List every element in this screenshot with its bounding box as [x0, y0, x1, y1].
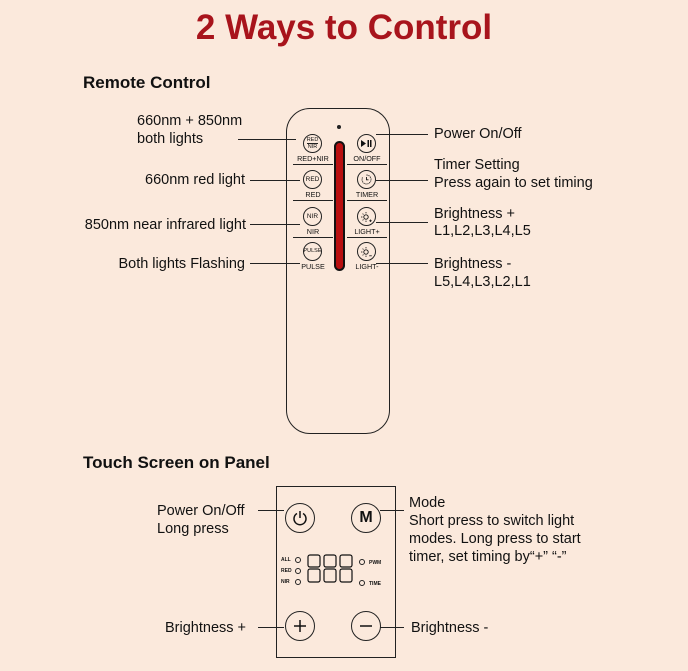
sun-plus-icon: [360, 211, 372, 222]
callout-line: [250, 224, 300, 226]
panel-heading: Touch Screen on Panel: [83, 453, 270, 472]
timer-button[interactable]: [357, 170, 376, 189]
timer-label-2: Press again to set timing: [434, 175, 593, 191]
panel-mode-label-2: Short press to switch light: [409, 513, 575, 529]
light-plus-caption: LIGHT+: [354, 227, 380, 236]
mode-icon: M: [359, 509, 373, 526]
panel-power-label-1: Power On/Off: [157, 503, 245, 519]
callout-line: [238, 139, 296, 141]
nir-light-label: 850nm near infrared light: [84, 217, 246, 233]
bright-plus-label-1: Brightness +: [434, 206, 516, 222]
sun-minus-icon: [360, 246, 372, 257]
timer-label-1: Timer Setting: [434, 157, 520, 173]
callout-line: [258, 627, 284, 629]
red-nir-icon-bottom: NIR: [306, 143, 319, 150]
bright-minus-label-1: Brightness -: [434, 256, 512, 272]
indicator-all-label: ALL: [281, 557, 291, 563]
callout-line: [258, 510, 284, 512]
panel-mode-label-3: modes. Long press to start: [409, 531, 581, 547]
callout-line: [380, 627, 404, 629]
remote-control: RED NIR RED+NIR RED RED NIR NIR PULSE PU…: [286, 108, 390, 434]
indicator-time-label: TIME: [369, 581, 381, 587]
nir-button[interactable]: NIR: [303, 207, 322, 226]
indicator-pwm-label: PWM: [369, 560, 382, 566]
pulse-icon-text: PULSE: [303, 248, 322, 254]
red-nir-button[interactable]: RED NIR: [303, 134, 322, 153]
flashing-label: Both lights Flashing: [118, 256, 245, 272]
light-minus-button[interactable]: [357, 242, 376, 261]
indicator-nir-label: NIR: [281, 579, 290, 585]
indicator-all-dot: [295, 557, 301, 563]
pulse-caption: PULSE: [301, 262, 325, 271]
page-title: 2 Ways to Control: [195, 8, 493, 47]
divider: [347, 200, 387, 201]
indicator-red-dot: [295, 568, 301, 574]
panel-mode-button[interactable]: M: [351, 503, 381, 533]
callout-line: [376, 263, 428, 265]
plus-icon: [294, 620, 306, 632]
callout-line: [376, 134, 428, 136]
seven-segment-display: [307, 554, 353, 583]
panel-bright-minus-label: Brightness -: [411, 620, 489, 636]
pulse-button[interactable]: PULSE: [303, 242, 322, 261]
onoff-button[interactable]: [357, 134, 376, 153]
nir-caption: NIR: [306, 227, 320, 236]
callout-line: [250, 180, 300, 182]
red-nir-caption: RED+NIR: [297, 154, 329, 163]
red-icon-text: RED: [305, 176, 320, 183]
red-nir-icon-top: RED: [306, 137, 319, 143]
panel-minus-button[interactable]: [351, 611, 381, 641]
power-label: Power On/Off: [434, 126, 522, 142]
play-pause-icon: [361, 140, 372, 147]
red-caption: RED: [305, 190, 321, 199]
onoff-caption: ON/OFF: [353, 154, 381, 163]
red-button[interactable]: RED: [303, 170, 322, 189]
panel-bright-plus-label: Brightness +: [165, 620, 247, 636]
indicator-red-label: RED: [281, 568, 292, 574]
timer-caption: TIMER: [355, 190, 379, 199]
callout-line: [380, 510, 404, 512]
bright-minus-label-2: L5,L4,L3,L2,L1: [434, 274, 531, 290]
panel-power-label-2: Long press: [157, 521, 229, 537]
nir-icon-text: NIR: [306, 213, 319, 220]
divider: [293, 164, 333, 165]
remote-heading: Remote Control: [83, 73, 211, 92]
panel-plus-button[interactable]: [285, 611, 315, 641]
divider: [293, 237, 333, 238]
timer-icon: [361, 174, 372, 185]
indicator-time-dot: [359, 580, 365, 586]
divider: [347, 237, 387, 238]
indicator-nir-dot: [295, 579, 301, 585]
panel-power-button[interactable]: [285, 503, 315, 533]
bright-plus-label-2: L1,L2,L3,L4,L5: [434, 223, 531, 239]
light-minus-caption: LIGHT-: [355, 262, 379, 271]
minus-icon: [360, 625, 372, 627]
callout-line: [250, 263, 300, 265]
divider: [347, 164, 387, 165]
panel-mode-label-1: Mode: [409, 495, 446, 511]
callout-line: [376, 180, 428, 182]
ir-emitter-dot: [337, 125, 341, 129]
power-icon: [293, 511, 307, 526]
divider: [293, 200, 333, 201]
remote-indicator-slot: [334, 141, 345, 271]
both-lights-label-1: 660nm + 850nm: [137, 113, 243, 129]
both-lights-label-2: both lights: [137, 131, 204, 147]
indicator-pwm-dot: [359, 559, 365, 565]
callout-line: [376, 222, 428, 224]
light-plus-button[interactable]: [357, 207, 376, 226]
touch-panel: M ALL RED NIR PWM TIME: [276, 486, 396, 658]
panel-mode-label-4: timer, set timing by“+” “-”: [409, 549, 567, 565]
red-light-label: 660nm red light: [145, 172, 245, 188]
